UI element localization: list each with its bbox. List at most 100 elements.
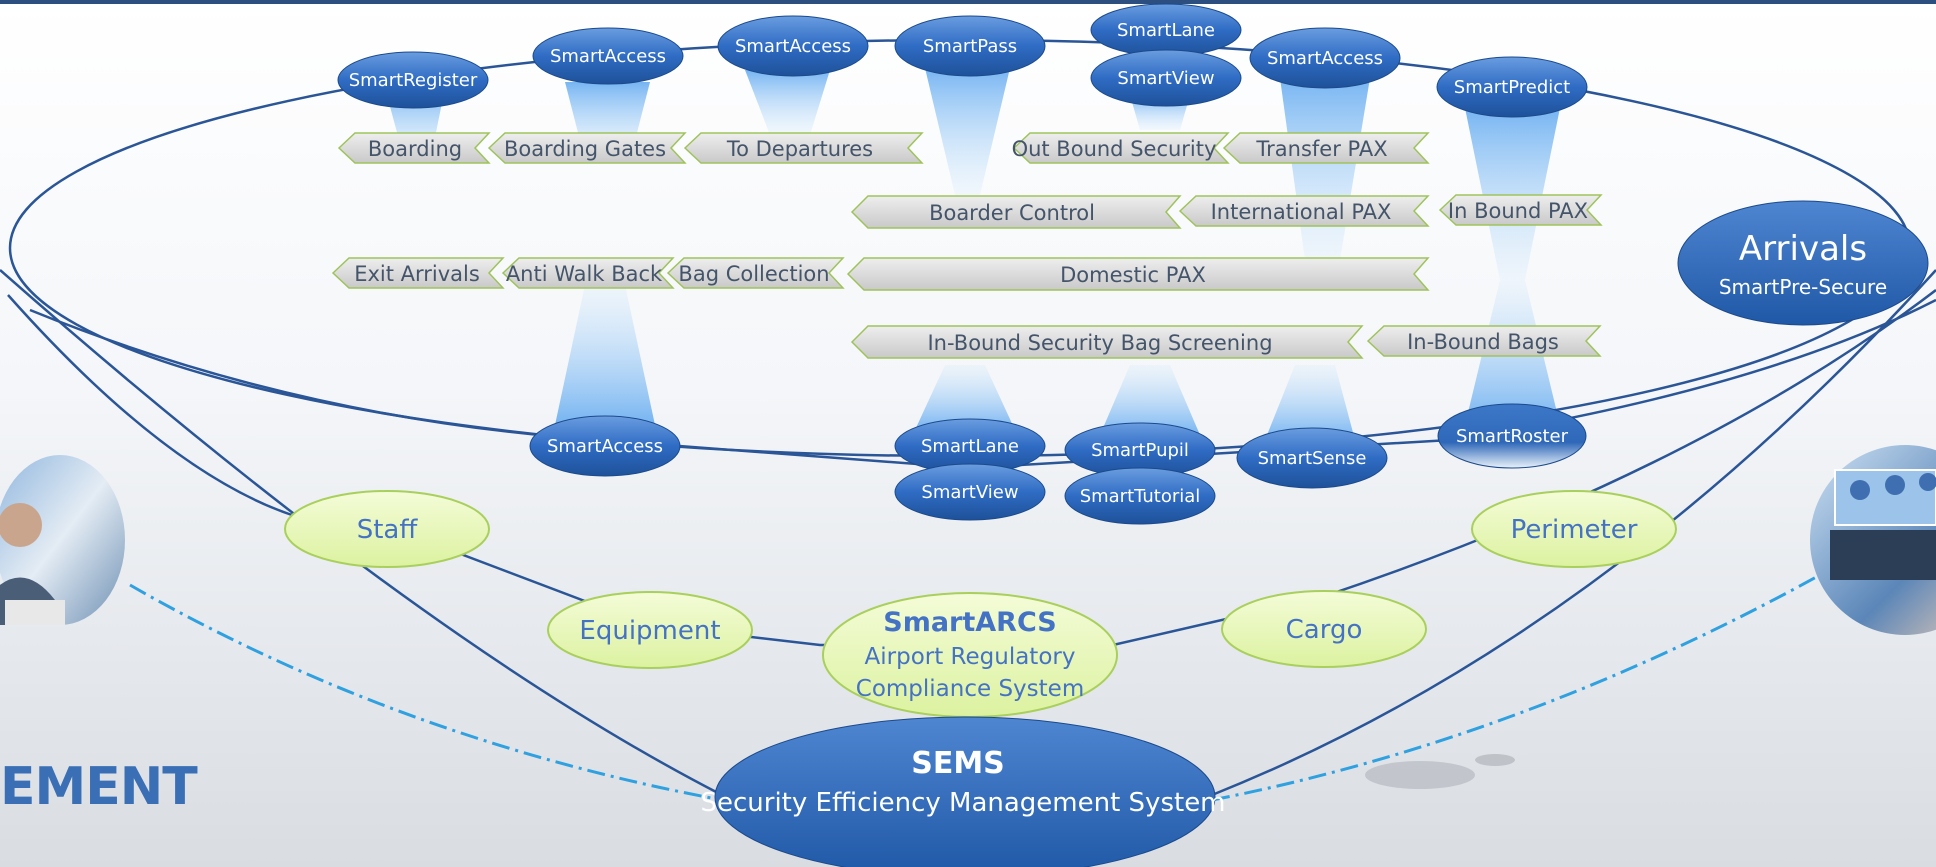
- module-label: SmartTutorial: [1080, 486, 1201, 507]
- module-smartlane-bottom[interactable]: SmartLane: [894, 418, 1046, 474]
- zone-boarder-control: Boarder Control: [850, 195, 1182, 229]
- zone-in-bound-bags: In-Bound Bags: [1366, 325, 1602, 357]
- dashdot-left: [129, 583, 723, 802]
- module-smartregister[interactable]: SmartRegister: [337, 51, 489, 109]
- module-label: SmartRoster: [1456, 426, 1569, 447]
- zone-label: Boarding Gates: [504, 137, 666, 161]
- module-smartlane-top[interactable]: SmartLane: [1090, 3, 1242, 57]
- module-bubble: [1436, 56, 1588, 118]
- module-smartaccess-1[interactable]: SmartAccess: [532, 27, 684, 85]
- stakeholder-label: Cargo: [1286, 615, 1363, 645]
- compliance-title: SmartARCS: [883, 607, 1056, 638]
- stakeholder-equipment[interactable]: Equipment: [547, 591, 753, 669]
- stakeholder-bubble: [284, 490, 490, 568]
- module-smartaccess-2[interactable]: SmartAccess: [717, 15, 869, 77]
- zone-label: Exit Arrivals: [354, 262, 480, 286]
- module-smartview-top[interactable]: SmartView: [1090, 49, 1242, 107]
- zone-label: In-Bound Security Bag Screening: [927, 331, 1272, 355]
- module-smartaccess-bottom[interactable]: SmartAccess: [529, 415, 681, 477]
- beam: [1265, 365, 1355, 440]
- module-label: SmartPupil: [1091, 440, 1189, 461]
- arrivals-bubble: [1677, 200, 1929, 326]
- pie-chart: [1919, 473, 1936, 491]
- brand-word-fragment: EMENT: [0, 757, 198, 817]
- core-node[interactable]: SEMS Security Efficiency Management Syst…: [700, 716, 1226, 867]
- arrivals-title: Arrivals: [1739, 229, 1867, 269]
- zone-label: Bag Collection: [678, 262, 829, 286]
- module-smartview-bottom[interactable]: SmartView: [894, 463, 1046, 521]
- module-smartpass[interactable]: SmartPass: [894, 15, 1046, 77]
- zone-arrow: [850, 325, 1364, 359]
- module-label: SmartRegister: [349, 70, 478, 91]
- module-label: SmartAccess: [735, 36, 851, 57]
- arrivals-node[interactable]: Arrivals SmartPre-Secure: [1677, 200, 1929, 326]
- module-label: SmartView: [1117, 68, 1214, 89]
- module-bubble: [894, 463, 1046, 521]
- stakeholder-bubble: [1471, 490, 1677, 568]
- zone-label: Domestic PAX: [1060, 263, 1206, 287]
- zone-label: In-Bound Bags: [1407, 330, 1559, 354]
- module-smartaccess-3[interactable]: SmartAccess: [1249, 27, 1401, 89]
- zone-arrow: [1438, 194, 1603, 226]
- photo-right: [1810, 445, 1936, 635]
- shadow-smudge: [1365, 761, 1475, 789]
- zone-domestic-pax: Domestic PAX: [846, 257, 1430, 291]
- beam: [1280, 78, 1370, 260]
- zone-arrow: [487, 132, 687, 164]
- stakeholder-label: Staff: [357, 515, 419, 545]
- stakeholder-bubble: [547, 591, 753, 669]
- stakeholder-staff[interactable]: Staff: [284, 490, 490, 568]
- inner-link: [29, 298, 1936, 470]
- zone-arrow: [1012, 132, 1230, 164]
- zone-arrow: [666, 257, 845, 289]
- pie-chart: [1850, 480, 1870, 500]
- zone-arrow: [337, 132, 491, 164]
- module-smartpredict[interactable]: SmartPredict: [1436, 56, 1588, 118]
- laptop-screen: [1834, 469, 1936, 526]
- module-label: SmartSense: [1258, 448, 1367, 469]
- beam: [555, 285, 655, 425]
- zone-transfer-pax: Transfer PAX: [1222, 132, 1430, 164]
- zone-boarding-gates: Boarding Gates: [487, 132, 687, 164]
- bowl-outer: [0, 269, 723, 797]
- zone-label: Transfer PAX: [1255, 137, 1387, 161]
- beam: [745, 70, 830, 135]
- beam: [915, 365, 1015, 430]
- beam: [1100, 365, 1200, 435]
- module-smartpupil[interactable]: SmartPupil: [1064, 422, 1216, 478]
- module-label: SmartAccess: [1267, 48, 1383, 69]
- module-smartsense[interactable]: SmartSense: [1236, 427, 1388, 489]
- module-bubble: [1090, 49, 1242, 107]
- bowl-outer: [1211, 269, 1936, 797]
- compliance-line1: Airport Regulatory: [865, 644, 1076, 670]
- zone-label: Boarder Control: [929, 201, 1095, 225]
- zone-labels: Boarding Boarding Gates To Departures Ou…: [331, 132, 1603, 359]
- zone-label: In Bound PAX: [1448, 199, 1588, 223]
- top-beams: [385, 68, 1560, 425]
- stakeholder-cargo[interactable]: Cargo: [1221, 590, 1427, 668]
- zone-label: Out Bound Security: [1012, 137, 1217, 161]
- keyboard: [1830, 530, 1936, 580]
- module-bubble: [529, 415, 681, 477]
- stakeholder-perimeter[interactable]: Perimeter: [1471, 490, 1677, 568]
- zone-arrow: [850, 195, 1182, 229]
- zone-arrow: [1178, 195, 1430, 227]
- module-bubble: [717, 15, 869, 77]
- zone-label: To Departures: [726, 137, 873, 161]
- compliance-node[interactable]: SmartARCS Airport Regulatory Compliance …: [822, 592, 1118, 718]
- core-bubble: [714, 716, 1216, 867]
- zone-arrow: [846, 257, 1430, 291]
- pie-chart: [1885, 475, 1905, 495]
- dashdot-lines: [129, 573, 1821, 802]
- module-smarttutorial[interactable]: SmartTutorial: [1064, 467, 1216, 525]
- zone-in-bound-pax: In Bound PAX: [1438, 194, 1603, 226]
- module-smartroster[interactable]: SmartRoster: [1437, 403, 1587, 469]
- zone-label: Boarding: [368, 137, 462, 161]
- module-label: SmartView: [921, 482, 1018, 503]
- module-label: SmartLane: [1117, 20, 1215, 41]
- zone-arrow: [501, 257, 675, 289]
- module-label: SmartAccess: [547, 436, 663, 457]
- beam: [925, 68, 1010, 195]
